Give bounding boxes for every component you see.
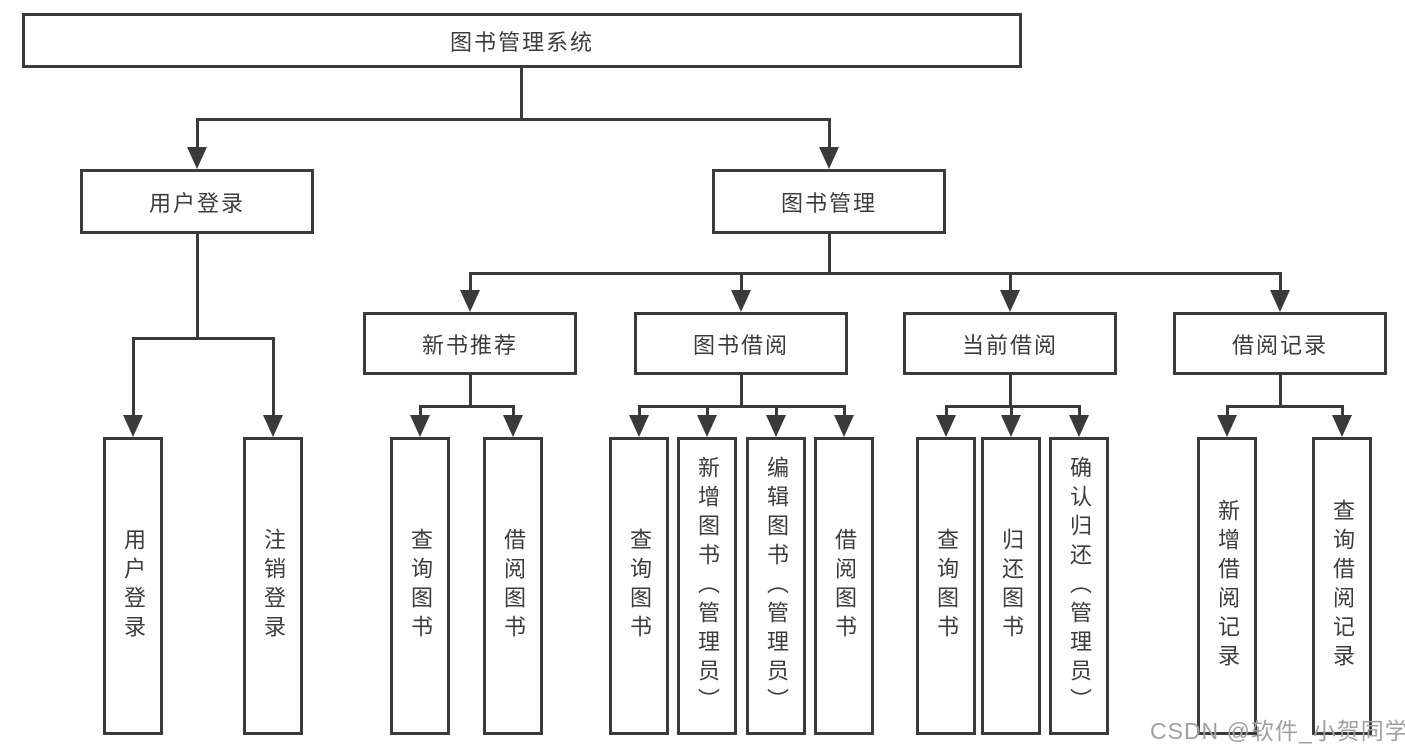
node-borrowing-records: 借阅记录 [1173,312,1387,375]
connector-level3-drop-3 [1009,272,1012,293]
connector-user-login-right-drop [272,337,275,418]
csdn-watermark: CSDN @软件_小贺同学 [1150,718,1405,744]
node-leaf-confirm-return-admin: 确认归还（管理员） [1049,437,1109,735]
node-leaf-logout: 注销登录 [243,437,303,735]
connector-level2-horizontal [196,118,831,121]
arrow-to-leaf-add-books-admin [697,415,717,437]
connector-user-login-left-drop [132,337,135,418]
connector-current-stem [1009,375,1012,408]
arrow-to-current-borrowing [1000,290,1020,312]
arrow-to-new-book-recommendation [460,290,480,312]
connector-book-management-stem [828,234,831,275]
connector-level3-drop-1 [469,272,472,293]
node-leaf-rec-query-books: 查询图书 [390,437,450,735]
node-leaf-rec-borrow-books: 借阅图书 [483,437,543,735]
node-new-book-recommendation: 新书推荐 [363,312,577,375]
arrow-to-leaf-user-login [123,415,143,437]
connector-leaf-drop-bor-1 [638,405,641,418]
node-library-management-system: 图书管理系统 [22,13,1022,68]
connector-leaf-drop-rec-1 [419,405,422,418]
arrow-to-leaf-add-borrow-record [1217,415,1237,437]
connector-level3-drop-4 [1279,272,1282,293]
connector-level3-horizontal [469,272,1282,275]
node-leaf-current-query-books: 查询图书 [916,437,976,735]
node-leaf-query-borrow-record: 查询借阅记录 [1312,437,1372,735]
connector-leaf-drop-cur-1 [945,405,948,418]
arrow-to-leaf-query-borrow-record [1332,415,1352,437]
connector-recommendation-horizontal [419,405,515,408]
connector-level3-drop-2 [740,272,743,293]
connector-leaf-drop-recd-1 [1226,405,1229,418]
connector-root-stem [520,68,523,121]
connector-leaf-drop-bor-2 [706,405,709,418]
node-user-login: 用户登录 [80,169,314,234]
arrow-to-leaf-borrow-query-books [629,415,649,437]
connector-recommendation-stem [469,375,472,408]
node-leaf-add-books-admin: 新增图书（管理员） [677,437,737,735]
arrow-to-leaf-current-query-books [936,415,956,437]
connector-leaf-drop-bor-4 [843,405,846,418]
arrow-to-leaf-rec-query-books [410,415,430,437]
arrow-to-leaf-logout [263,415,283,437]
connector-records-stem [1279,375,1282,408]
connector-leaf-drop-cur-2 [1010,405,1013,418]
node-book-borrowing: 图书借阅 [634,312,848,375]
connector-leaf-drop-recd-2 [1341,405,1344,418]
connector-user-login-horizontal [132,337,275,340]
connector-leaf-drop-cur-3 [1078,405,1081,418]
node-book-management: 图书管理 [712,169,946,234]
arrow-to-book-borrowing [731,290,751,312]
connector-user-login-stem [196,234,199,340]
node-leaf-borrow-query-books: 查询图书 [609,437,669,735]
arrow-to-leaf-edit-books-admin [766,415,786,437]
arrow-to-leaf-rec-borrow-books [503,415,523,437]
connector-level2-left-drop [196,118,199,150]
arrow-to-book-management [819,147,839,169]
connector-level2-right-drop [828,118,831,150]
connector-leaf-drop-rec-2 [512,405,515,418]
connector-borrowing-horizontal [638,405,846,408]
arrow-to-borrowing-records [1270,290,1290,312]
node-leaf-borrow-borrow-books: 借阅图书 [814,437,874,735]
node-leaf-user-login: 用户登录 [103,437,163,735]
connector-leaf-drop-bor-3 [775,405,778,418]
arrow-to-leaf-return-books [1001,415,1021,437]
arrow-to-leaf-borrow-borrow-books [834,415,854,437]
arrow-to-user-login [187,147,207,169]
node-leaf-return-books: 归还图书 [981,437,1041,735]
node-current-borrowing: 当前借阅 [903,312,1117,375]
node-leaf-add-borrow-record: 新增借阅记录 [1197,437,1257,735]
arrow-to-leaf-confirm-return-admin [1069,415,1089,437]
node-leaf-edit-books-admin: 编辑图书（管理员） [746,437,806,735]
connector-borrowing-stem [740,375,743,408]
connector-records-horizontal [1226,405,1344,408]
connector-current-horizontal [945,405,1081,408]
